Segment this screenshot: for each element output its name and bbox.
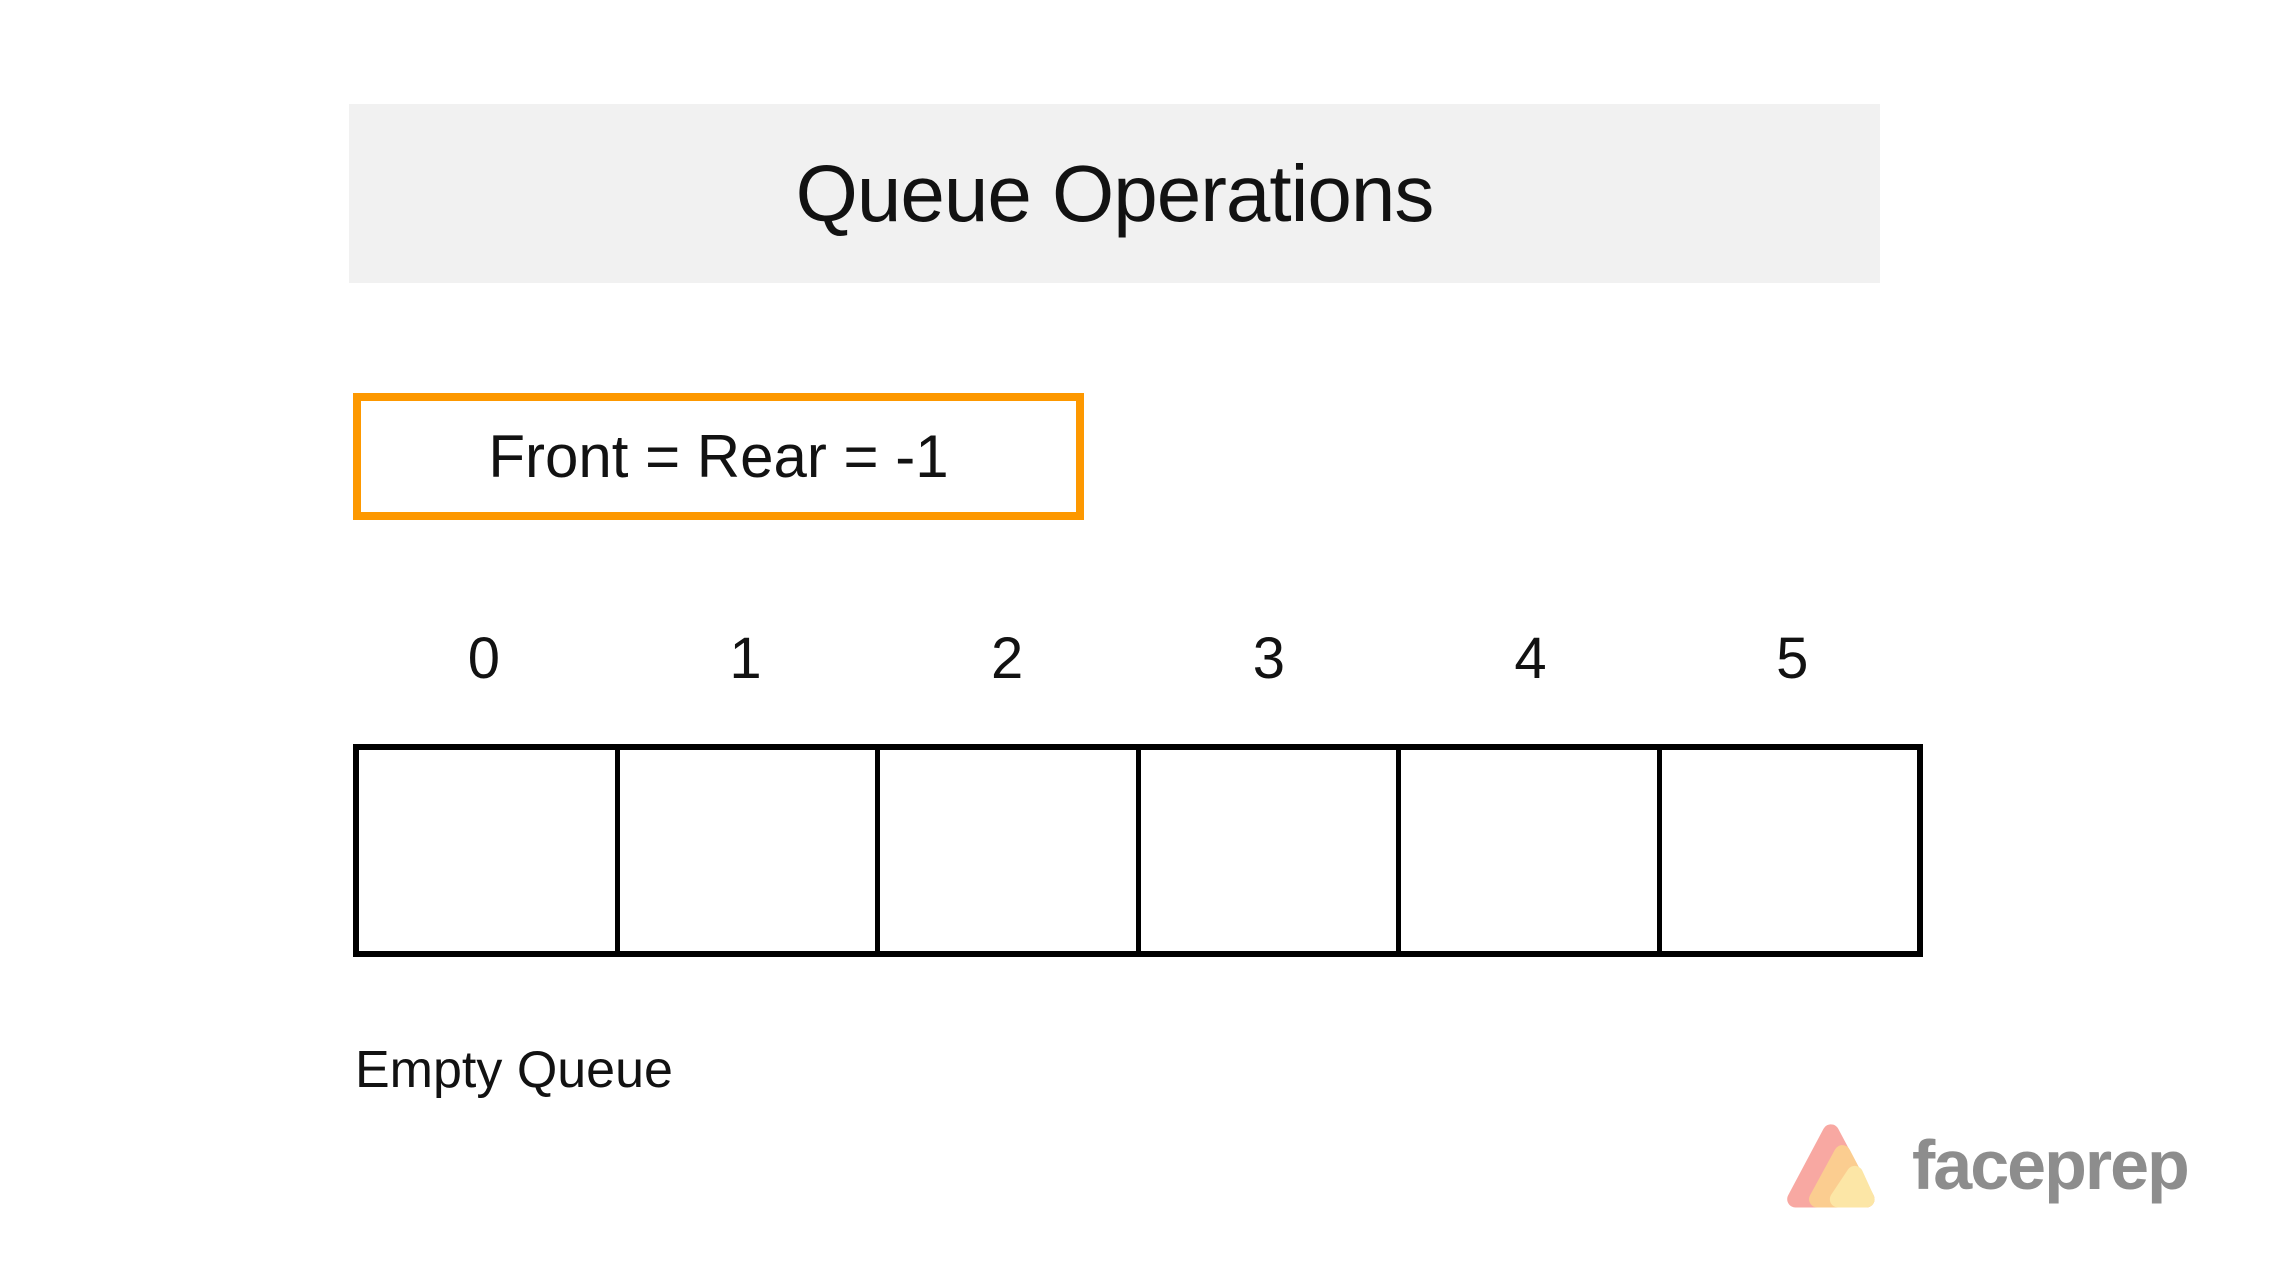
index-label-0: 0 <box>467 625 500 691</box>
index-label-5: 5 <box>1776 625 1809 691</box>
page-title: Queue Operations <box>795 148 1435 238</box>
queue-array <box>353 744 1923 957</box>
queue-cell-2 <box>880 750 1141 951</box>
queue-state-caption: Empty Queue <box>355 1041 673 1099</box>
queue-index-row: 0 1 2 3 4 5 <box>353 622 1923 694</box>
index-label-3: 3 <box>1252 625 1285 691</box>
queue-cell-1 <box>620 750 880 951</box>
front-rear-pointer-box: Front = Rear = -1 <box>353 393 1084 520</box>
queue-cell-0 <box>359 750 620 951</box>
index-label-2: 2 <box>991 625 1024 691</box>
front-rear-pointer-label: Front = Rear = -1 <box>488 423 949 490</box>
faceprep-logo-icon <box>1787 1124 1875 1208</box>
title-bar: Queue Operations <box>349 104 1880 283</box>
queue-cell-5 <box>1662 750 1918 951</box>
queue-cell-3 <box>1141 750 1401 951</box>
logo-triangle-yellow <box>1829 1165 1875 1208</box>
index-label-4: 4 <box>1514 625 1547 691</box>
queue-cell-4 <box>1401 750 1662 951</box>
faceprep-wordmark: faceprep <box>1912 1126 2190 1204</box>
faceprep-branding: faceprep <box>1782 1114 2190 1222</box>
index-label-1: 1 <box>729 625 762 691</box>
